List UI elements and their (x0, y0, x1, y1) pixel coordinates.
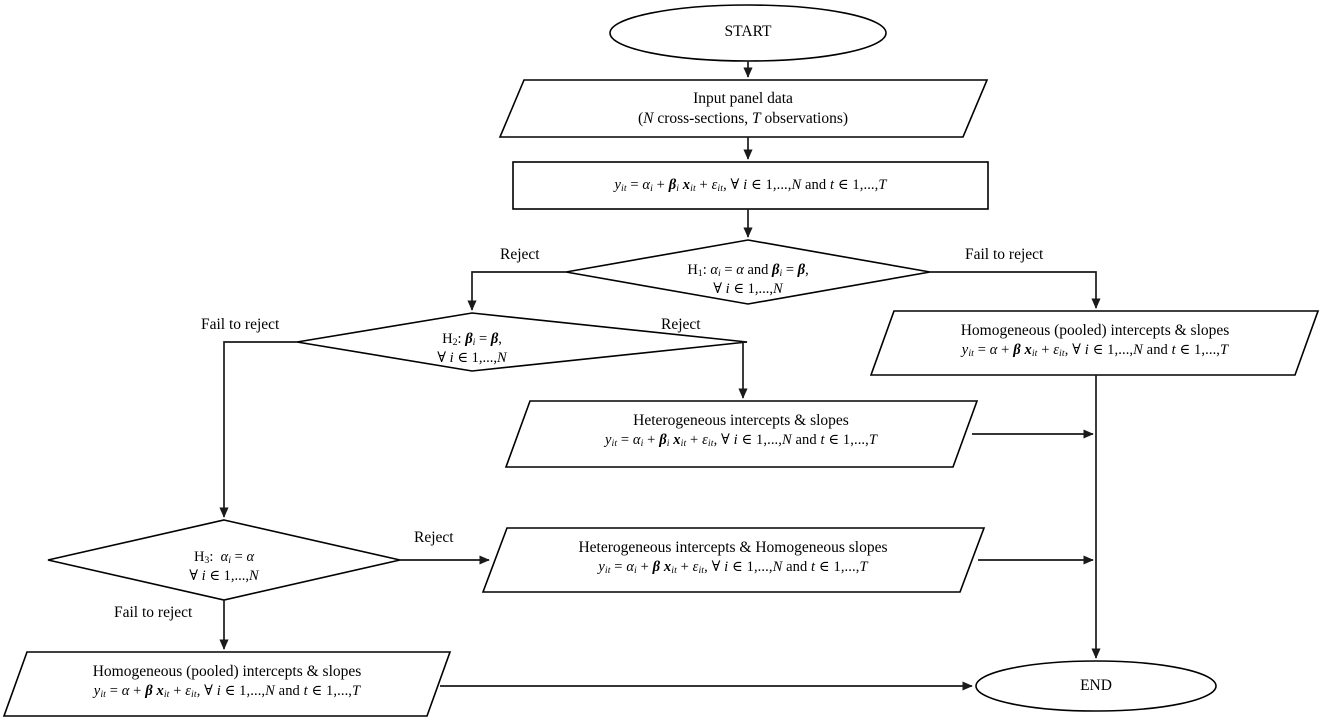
end-node (975, 660, 1217, 712)
h3-decision-node (47, 519, 401, 601)
hetero-both-node (504, 400, 979, 468)
h1-decision-node (565, 239, 931, 305)
edge-h2-fail-to-h3 (219, 341, 297, 518)
edge-label-h1-reject: Reject (500, 246, 540, 263)
hetero-intercepts-node (481, 527, 986, 593)
edge-h1-fail-to-pooled-top (930, 271, 1101, 309)
model-node (512, 161, 989, 210)
pooled-bottom-node (2, 651, 452, 717)
edge-label-h3-fail: Fail to reject (114, 604, 193, 621)
edge-label-h2-reject: Reject (661, 316, 701, 333)
edge-label-h2-fail: Fail to reject (201, 316, 280, 333)
edge-h2-reject-to-hetero-both (738, 341, 748, 399)
pooled-top-node (869, 310, 1320, 376)
edge-label-h3-reject: Reject (414, 529, 454, 546)
edge-h1-reject-to-h2 (467, 271, 566, 311)
input-node (498, 79, 989, 138)
h2-decision-node (296, 312, 748, 372)
edge-label-h1-fail: Fail to reject (965, 246, 1044, 263)
start-node (609, 4, 887, 62)
